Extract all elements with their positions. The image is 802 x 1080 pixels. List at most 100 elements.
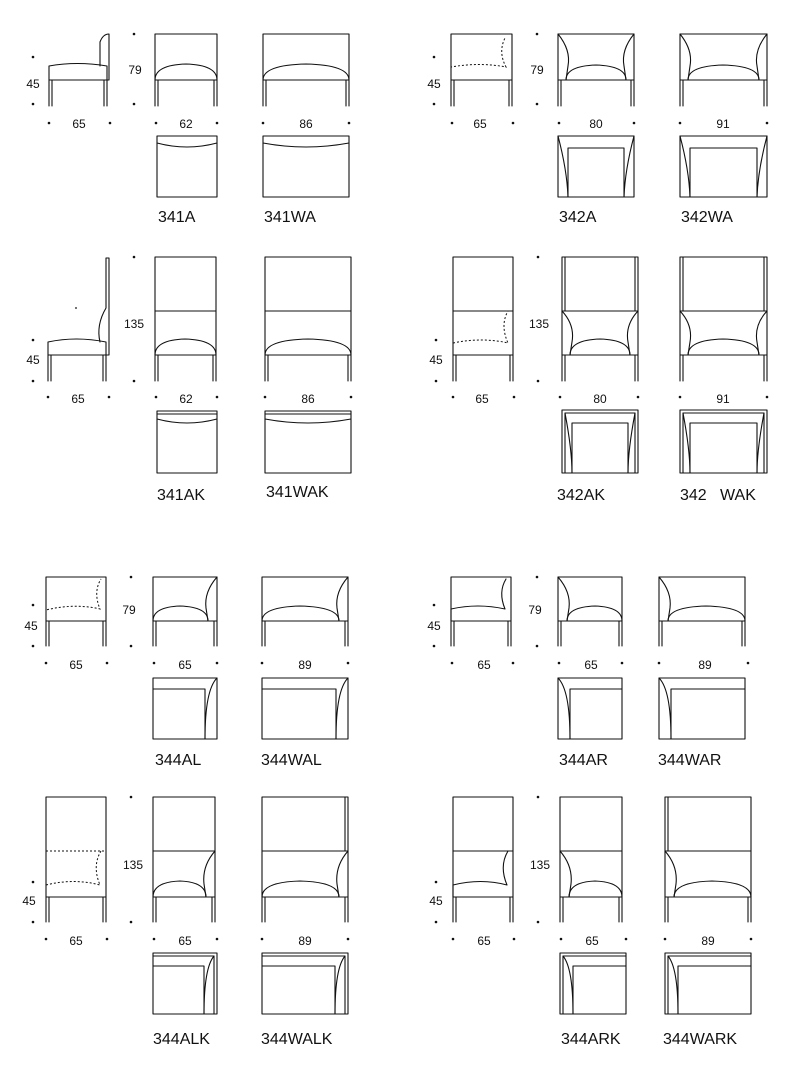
front-view-344alk [152,796,216,923]
front-view-344war [658,576,746,647]
width-label: 86 [299,117,313,131]
seat-height-label: 45 [429,353,443,367]
seat-height-label: 45 [427,619,441,633]
plan-view-342wa [679,135,768,198]
width-label: 91 [716,392,730,406]
front-view-341a [154,33,218,107]
depth-label: 65 [71,392,85,406]
dimension-markers [31,795,350,941]
block-341ak: 45 65 135 62 86 341AK 341WAK [26,255,353,504]
side-view-341a [48,33,110,107]
height-label: 79 [528,603,542,617]
model-code: 344AL [155,752,201,769]
plan-view-344war [658,677,746,740]
width-label: 65 [178,658,192,672]
plan-view-341wak [264,410,352,474]
model-code: 341AK [157,487,205,504]
width-label: 89 [698,658,712,672]
plan-view-342wak [679,409,768,474]
width-label: 62 [179,117,193,131]
width-label: 80 [589,117,603,131]
model-code: 344ALK [153,1031,210,1048]
block-344alk: 45 65 135 65 89 344ALK 344WALK [22,795,350,1048]
plan-view-342a [557,135,635,198]
depth-label: 65 [69,658,83,672]
model-code: 344ARK [561,1031,621,1048]
height-label: 135 [530,858,550,872]
plan-view-344wal [261,677,349,740]
front-view-342wak [679,256,768,382]
seat-height-label: 45 [22,894,36,908]
front-view-344wark [664,796,752,923]
plan-view-341wa [262,135,350,198]
dimension-markers [432,32,769,125]
dimension-markers [434,255,769,399]
seat-height-label: 45 [26,77,40,91]
model-code: 344AR [559,752,608,769]
dimension-markers [31,32,351,125]
front-view-344al [152,576,218,647]
plan-view-341a [156,135,218,198]
model-code: 341A [158,209,196,226]
width-label: 65 [584,658,598,672]
front-view-342wa [679,33,768,107]
depth-label: 65 [477,658,491,672]
block-344ark: 45 65 135 65 89 344ARK 344WARK [429,795,753,1048]
model-code: 344WAL [261,752,322,769]
model-code: 341WAK [266,484,329,501]
front-view-344ark [559,796,623,923]
seat-height-label: 45 [429,894,443,908]
width-label: 62 [179,392,193,406]
height-label: 79 [530,63,544,77]
width-label: 65 [178,934,192,948]
side-view-344ar [450,576,512,647]
width-label: 80 [593,392,607,406]
plan-view-342ak [561,409,639,474]
plan-view-344ar [557,677,623,740]
side-view-344al [45,576,107,647]
width-label: 65 [585,934,599,948]
front-view-344walk [261,796,349,923]
side-view-342a [450,33,513,107]
depth-label: 65 [475,392,489,406]
side-view-344alk [45,796,107,923]
dimension-markers [432,575,750,665]
height-label: 135 [124,317,144,331]
front-view-341wak [264,256,352,382]
model-code: 344WALK [261,1031,333,1048]
model-code: 342WA [681,209,733,226]
model-code: 342A [559,209,597,226]
depth-label: 65 [477,934,491,948]
model-code: 342 WAK [680,487,756,504]
front-view-341ak [154,256,217,382]
plan-view-344walk [261,952,349,1015]
depth-label: 65 [473,117,487,131]
seat-height-label: 45 [427,77,441,91]
height-label: 135 [123,858,143,872]
block-344al: 45 65 79 65 89 344AL 344WAL [24,575,350,769]
plan-view-344wark [664,952,752,1015]
width-label: 91 [716,117,730,131]
depth-label: 65 [69,934,83,948]
dimension-markers [31,255,353,399]
depth-label: 65 [72,117,86,131]
block-341a: 45 65 79 62 86 341A 341WA [26,32,351,226]
height-label: 79 [122,603,136,617]
model-code: 342AK [557,487,605,504]
front-view-344wal [261,576,349,647]
height-label: 135 [529,317,549,331]
model-code: 344WAR [658,752,721,769]
height-label: 79 [128,63,142,77]
front-view-342ak [561,256,639,382]
seat-height-label: 45 [26,353,40,367]
seat-height-label: 45 [24,619,38,633]
front-view-341wa [262,33,350,107]
model-code: 344WARK [663,1031,737,1048]
model-code: 341WA [264,209,316,226]
block-342a: 45 65 79 80 91 342A 342WA [427,32,769,226]
width-label: 89 [298,658,312,672]
width-label: 86 [301,392,315,406]
width-label: 89 [298,934,312,948]
block-342ak: 45 65 135 80 91 342AK 342 WAK [429,255,769,504]
